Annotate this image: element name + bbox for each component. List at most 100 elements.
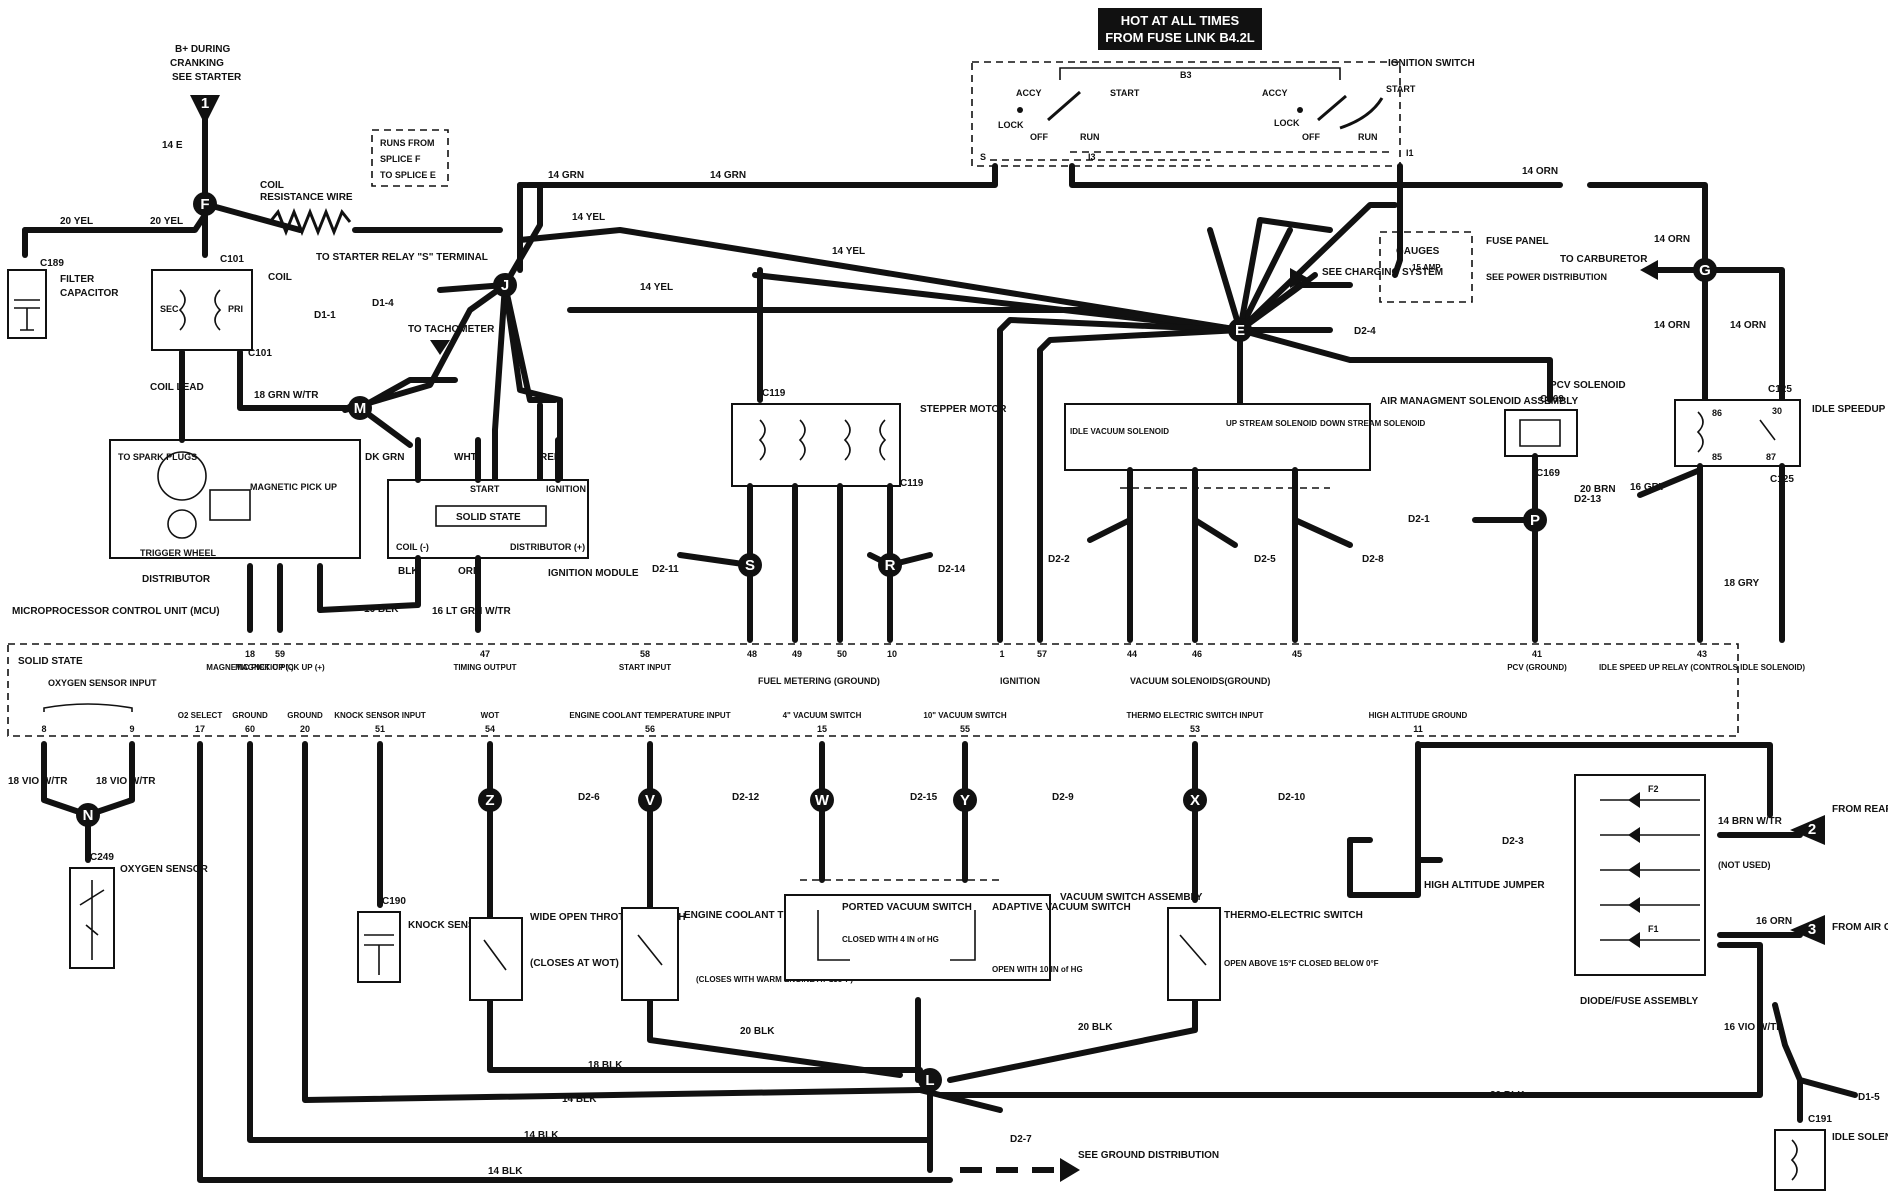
mcu-pin-num: 50 xyxy=(837,649,847,659)
mcu-pin-num: 11 xyxy=(1413,724,1423,734)
splice-label: G xyxy=(1699,262,1711,279)
mcu-pin-num: 48 xyxy=(747,649,757,659)
splice-label: X xyxy=(1190,792,1200,809)
svg-text:B3: B3 xyxy=(1180,70,1192,80)
svg-text:D2-11: D2-11 xyxy=(652,564,679,575)
splice-node xyxy=(810,788,834,812)
svg-text:14 GRN: 14 GRN xyxy=(710,170,746,181)
svg-text:C101: C101 xyxy=(248,348,272,359)
ignition-switch-label: IGNITION SWITCH xyxy=(1388,58,1475,69)
svg-text:GAUGES: GAUGES xyxy=(1396,246,1440,257)
svg-text:SEE POWER DISTRIBUTION: SEE POWER DISTRIBUTION xyxy=(1486,272,1607,282)
svg-text:14 BLK: 14 BLK xyxy=(488,1166,523,1177)
adaptive-switch-label: ADAPTIVE VACUUM SWITCH xyxy=(992,902,1131,913)
splice-label: Z xyxy=(485,792,494,809)
svg-text:FROM AIR CONDITIONING: FROM AIR CONDITIONING xyxy=(1832,922,1888,933)
sw-off: OFF xyxy=(1030,132,1048,142)
svg-text:14 ORN: 14 ORN xyxy=(1654,320,1690,331)
svg-text:SEE GROUND DISTRIBUTION: SEE GROUND DISTRIBUTION xyxy=(1078,1150,1219,1161)
mcu-pin-label: O2 SELECT xyxy=(178,711,223,720)
svg-text:20 YEL: 20 YEL xyxy=(60,216,93,227)
coil-label: COIL xyxy=(268,272,292,283)
svg-text:18 BLK: 18 BLK xyxy=(588,1060,623,1071)
mcu-pin-label: 4" VACUUM SWITCH xyxy=(783,711,862,720)
diode-fuse-assembly: F2 F1 DIODE/FUSE ASSEMBLY (NOT USED) xyxy=(1574,774,1771,1007)
svg-text:IGNITION: IGNITION xyxy=(1000,676,1040,686)
mcu-pin-label: GROUND xyxy=(232,711,268,720)
svg-text:C249: C249 xyxy=(90,852,114,863)
svg-text:C125: C125 xyxy=(1768,384,1792,395)
svg-text:16 ORN: 16 ORN xyxy=(1756,916,1792,927)
svg-text:OPEN WITH 10 IN of HG: OPEN WITH 10 IN of HG xyxy=(992,965,1083,974)
svg-text:VACUUM SOLENOIDS(GROUND): VACUUM SOLENOIDS(GROUND) xyxy=(1130,676,1270,686)
svg-text:MAGNETIC PICK UP: MAGNETIC PICK UP xyxy=(250,482,337,492)
fuse-panel: GAUGES 15 AMP FUSE PANEL SEE POWER DISTR… xyxy=(1379,231,1607,303)
svg-text:DK GRN: DK GRN xyxy=(365,452,404,463)
sw-accy: ACCY xyxy=(1016,88,1042,98)
svg-text:START: START xyxy=(470,484,500,494)
mcu-pin-num: 9 xyxy=(129,724,134,734)
mcu: MICROPROCESSOR CONTROL UNIT (MCU) SOLID … xyxy=(7,606,1805,737)
splice-node xyxy=(878,553,902,577)
title-box: HOT AT ALL TIMES FROM FUSE LINK B4.2L xyxy=(1098,8,1262,50)
splice-label: E xyxy=(1235,322,1245,339)
mcu-pin-label: HIGH ALTITUDE GROUND xyxy=(1369,711,1468,720)
splice-label: N xyxy=(83,807,94,824)
pcv-solenoid-label: PCV SOLENOID xyxy=(1550,380,1626,391)
svg-text:D2-2: D2-2 xyxy=(1048,554,1070,565)
svg-text:I3: I3 xyxy=(1088,152,1096,162)
high-alt-label: HIGH ALTITUDE JUMPER xyxy=(1424,880,1545,891)
splice-label: Y xyxy=(960,792,970,809)
svg-text:PRI: PRI xyxy=(228,304,243,314)
svg-text:14 YEL: 14 YEL xyxy=(640,282,673,293)
pcv-solenoid: PCV SOLENOID C169 C169 xyxy=(1472,380,1626,643)
mcu-pin-label: TIMING OUTPUT xyxy=(453,663,516,672)
svg-text:TO SPARK PLUGS: TO SPARK PLUGS xyxy=(118,452,197,462)
svg-text:F1: F1 xyxy=(1648,924,1659,934)
svg-text:1: 1 xyxy=(201,95,209,112)
splice-node xyxy=(918,1068,942,1092)
idle-speedup-relay: 86 85 30 87 IDLE SPEEDUP RELAY C125 C125 xyxy=(1637,384,1888,643)
ported-switch-label: PORTED VACUUM SWITCH xyxy=(842,902,972,913)
mcu-pin-num: 56 xyxy=(645,724,655,734)
input-tags: 2 FROM REAR DEFOGGER 3 FROM AIR CONDITIO… xyxy=(170,44,1888,1161)
svg-text:C190: C190 xyxy=(382,896,406,907)
svg-text:UP STREAM SOLENOID: UP STREAM SOLENOID xyxy=(1226,419,1317,428)
idle-solenoid: IDLE SOLENOID C191 xyxy=(1774,1114,1888,1191)
oxygen-sensor-label: OXYGEN SENSOR xyxy=(120,864,209,875)
ignition-module-label: IGNITION MODULE xyxy=(548,568,639,579)
svg-text:D1-1: D1-1 xyxy=(314,310,336,321)
svg-text:20 BRN: 20 BRN xyxy=(1580,484,1616,495)
knock-sensor: KNOCK SENSOR C190 xyxy=(357,896,490,983)
vacuum-assembly-label: VACUUM SWITCH ASSEMBLY xyxy=(1060,892,1203,903)
svg-text:CRANKING: CRANKING xyxy=(170,58,224,69)
mcu-pin-label: PCV (GROUND) xyxy=(1507,663,1567,672)
mcu-pin-num: 43 xyxy=(1697,649,1707,659)
svg-text:D2-9: D2-9 xyxy=(1052,792,1074,803)
idle-speedup-label: IDLE SPEEDUP RELAY xyxy=(1812,404,1888,415)
mcu-pin-num: 59 xyxy=(275,649,285,659)
distributor: TO SPARK PLUGS MAGNETIC PICK UP TRIGGER … xyxy=(109,349,361,633)
svg-text:D2-1: D2-1 xyxy=(1408,514,1430,525)
svg-text:D2-15: D2-15 xyxy=(910,792,938,803)
svg-text:D1-4: D1-4 xyxy=(372,298,394,309)
svg-text:D2-3: D2-3 xyxy=(1502,836,1524,847)
mcu-pin-num: 51 xyxy=(375,724,385,734)
svg-text:OPEN ABOVE 15°F CLOSED BELOW 0: OPEN ABOVE 15°F CLOSED BELOW 0°F xyxy=(1224,959,1379,968)
wot-switch-label: WIDE OPEN THROTTLE SWITCH xyxy=(530,912,686,923)
splice-label: S xyxy=(745,557,755,574)
svg-text:14 BLK: 14 BLK xyxy=(524,1130,559,1141)
svg-text:20 BLK: 20 BLK xyxy=(1078,1022,1113,1033)
mcu-pin-label: GROUND xyxy=(287,711,323,720)
svg-text:TO CARBURETOR: TO CARBURETOR xyxy=(1560,254,1648,265)
svg-text:18 GRY: 18 GRY xyxy=(1724,578,1760,589)
svg-text:14 E: 14 E xyxy=(162,140,183,151)
diode-fuse-label: DIODE/FUSE ASSEMBLY xyxy=(1580,996,1698,1007)
svg-text:D2-8: D2-8 xyxy=(1362,554,1384,565)
thermo-switch-label: THERMO-ELECTRIC SWITCH xyxy=(1224,910,1363,921)
svg-text:(CLOSES WITH WARM ENGINE AT 13: (CLOSES WITH WARM ENGINE AT 135°F) xyxy=(696,975,853,984)
svg-text:14 GRN: 14 GRN xyxy=(548,170,584,181)
svg-text:18 VIO W/TR: 18 VIO W/TR xyxy=(8,776,68,787)
